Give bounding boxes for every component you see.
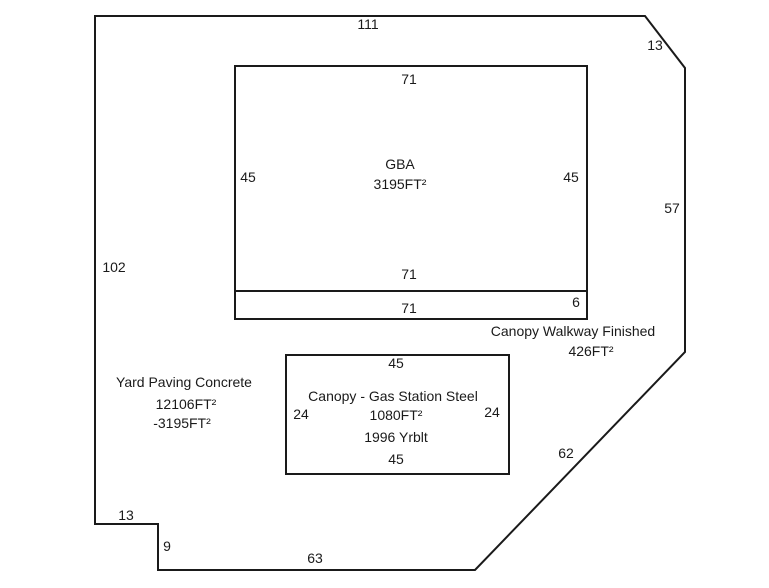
canopy-outline: [285, 354, 510, 475]
lot-dim-left: 102: [102, 259, 126, 275]
lot-dim-diagonal: 62: [558, 445, 574, 461]
gba-dim-bottom: 71: [401, 266, 417, 282]
canopy-dim-left: 24: [293, 406, 309, 422]
canopy-area: 1080FT²: [370, 407, 423, 423]
gba-dim-right: 45: [563, 169, 579, 185]
lot-dim-bottom: 63: [307, 550, 323, 566]
walkway-outline: [234, 290, 588, 320]
canopy-year: 1996 Yrblt: [364, 429, 428, 445]
lot-name: Yard Paving Concrete: [116, 374, 252, 390]
walkway-area: 426FT²: [568, 343, 613, 359]
walkway-name: Canopy Walkway Finished: [491, 323, 655, 339]
gba-area: 3195FT²: [374, 176, 427, 192]
lot-dim-corner-top-right: 13: [647, 37, 663, 53]
canopy-name: Canopy - Gas Station Steel: [308, 388, 478, 404]
gba-dim-left: 45: [240, 169, 256, 185]
canopy-dim-right: 24: [484, 404, 500, 420]
lot-dim-right: 57: [664, 200, 680, 216]
lot-dim-top: 111: [357, 16, 378, 32]
lot-dim-notch-vertical: 9: [163, 538, 171, 554]
gba-name: GBA: [385, 156, 415, 172]
lot-dim-notch-horizontal: 13: [118, 507, 134, 523]
lot-outline: [94, 15, 686, 571]
canopy-dim-bottom: 45: [388, 451, 404, 467]
canopy-dim-top: 45: [388, 355, 404, 371]
walkway-dim-depth: 6: [572, 294, 580, 310]
walkway-dim-length: 71: [401, 300, 417, 316]
lot-area: 12106FT²: [156, 396, 217, 412]
lot-deduction: -3195FT²: [153, 415, 211, 431]
gba-dim-top: 71: [401, 71, 417, 87]
